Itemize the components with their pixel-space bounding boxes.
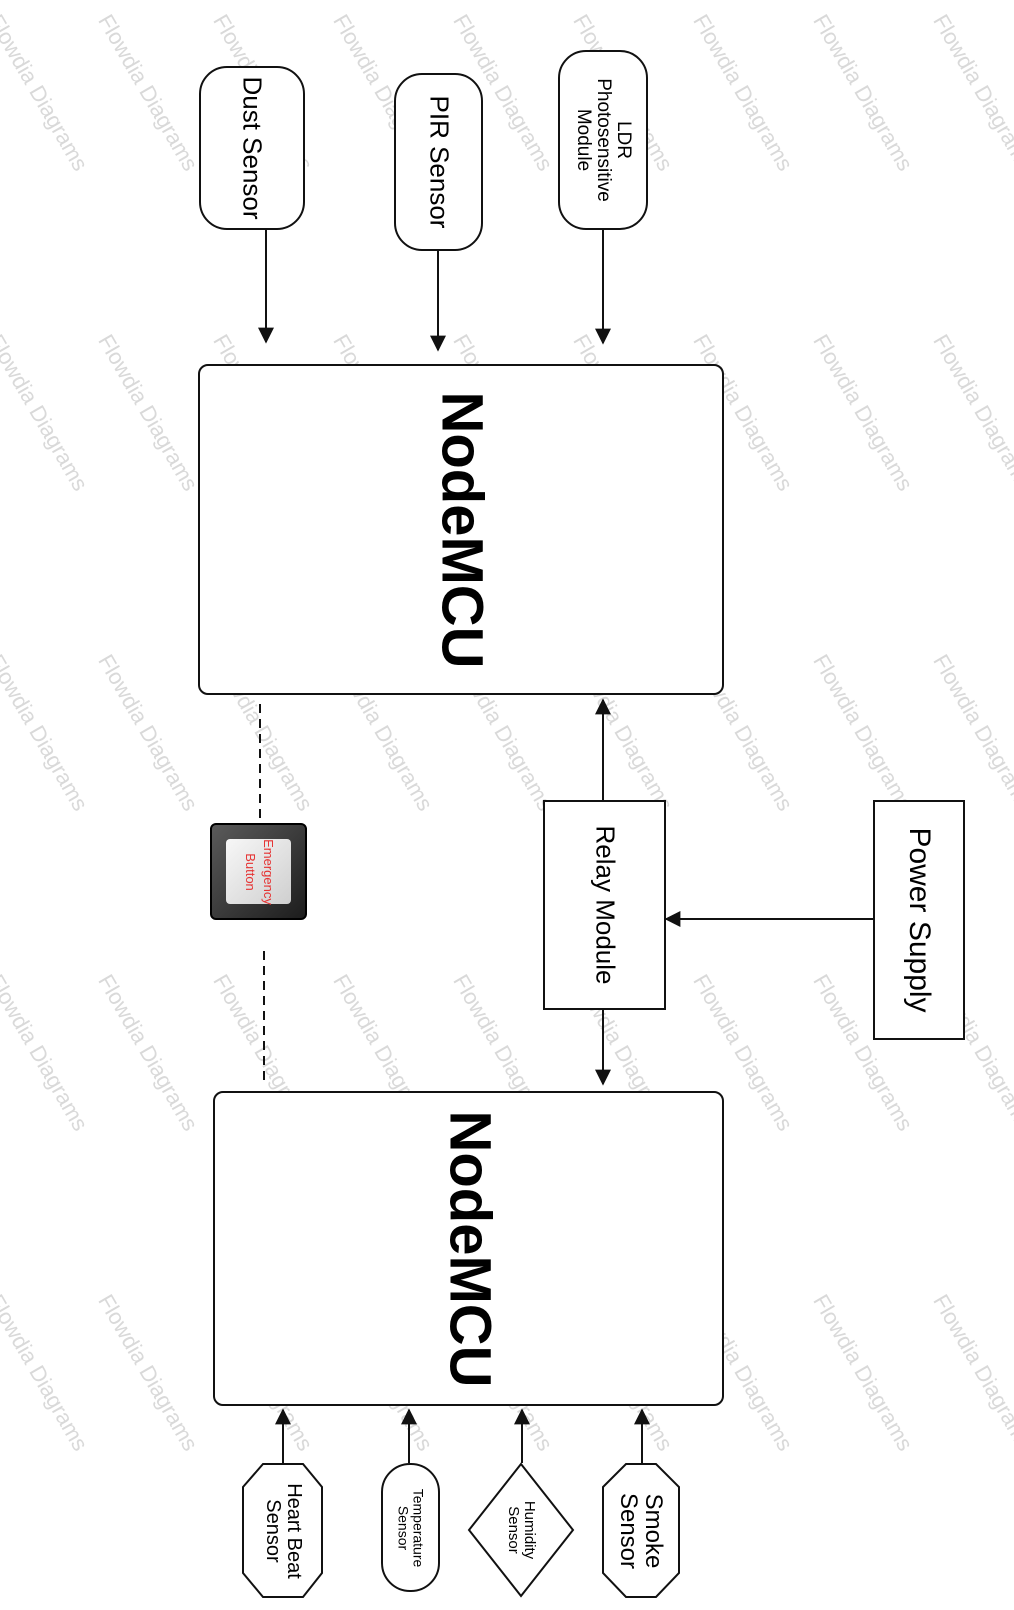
power-supply-box: Power Supply	[873, 800, 965, 1040]
relay-module-box: Relay Module	[543, 800, 666, 1010]
nodemcu-top-label: NodeMCU	[429, 390, 495, 669]
heart-sensor: Heart Beat Sensor	[243, 1464, 322, 1597]
ldr-module-label: LDR Photosensitive Module	[573, 78, 634, 202]
emergency-button-face	[226, 839, 291, 904]
smoke-sensor-shape	[602, 1463, 680, 1598]
power-supply-label: Power Supply	[902, 827, 936, 1013]
humidity-sensor-shape	[467, 1462, 575, 1598]
pir-sensor-box: PIR Sensor	[394, 73, 483, 251]
humidity-sensor: Humidity Sensor	[469, 1464, 573, 1596]
ldr-module-box: LDR Photosensitive Module	[558, 50, 648, 230]
smoke-sensor-label: Smoke Sensor	[615, 1492, 668, 1569]
nodemcu-bottom-label: NodeMCU	[436, 1109, 502, 1388]
dust-sensor-box: Dust Sensor	[199, 66, 305, 230]
temperature-sensor-label: Temperature Sensor	[395, 1488, 427, 1567]
temperature-sensor: Temperature Sensor	[382, 1464, 439, 1591]
nodemcu-top: NodeMCU	[198, 364, 724, 695]
emergency-button-label: Emergency Button	[242, 838, 276, 905]
temperature-sensor-shape	[381, 1463, 440, 1592]
nodemcu-bottom: NodeMCU	[213, 1091, 724, 1406]
smoke-sensor: Smoke Sensor	[603, 1464, 679, 1597]
emergency-button[interactable]: Emergency Button	[210, 823, 307, 920]
heart-sensor-label: Heart Beat Sensor	[261, 1482, 305, 1579]
relay-module-label: Relay Module	[590, 825, 621, 985]
heart-sensor-shape	[242, 1463, 323, 1598]
pir-sensor-label: PIR Sensor	[424, 95, 455, 229]
humidity-sensor-label: Humidity Sensor	[505, 1500, 538, 1560]
dust-sensor-label: Dust Sensor	[237, 76, 268, 220]
